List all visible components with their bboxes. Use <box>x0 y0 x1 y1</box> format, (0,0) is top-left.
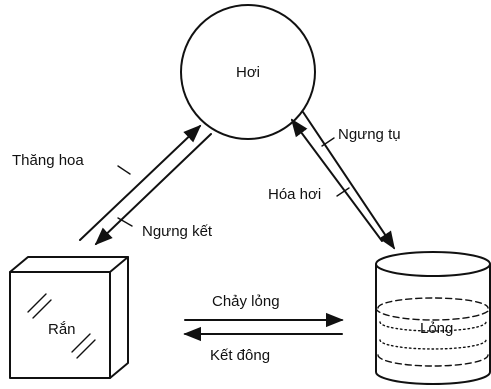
freezing-label: Kết đông <box>210 347 270 364</box>
gas-circle <box>180 4 316 140</box>
deposition-transition: Ngưng kết <box>94 133 213 246</box>
melting-label: Chảy lỏng <box>212 293 280 310</box>
condensation-transition: Ngưng tụ <box>290 118 401 242</box>
liquid-surface <box>375 307 491 321</box>
sublimation-arrow <box>79 124 202 241</box>
gas-label: Hơi <box>236 64 260 81</box>
beaker-body <box>375 263 491 385</box>
condensation-label: Ngưng tụ <box>338 126 401 143</box>
solid-label: Rắn <box>48 321 76 338</box>
vaporization-arrow <box>302 111 396 250</box>
deposition-arrow <box>94 133 212 246</box>
solid-node: Rắn <box>9 256 129 379</box>
vaporization-label: Hóa hơi <box>268 186 321 203</box>
liquid-label: Lỏng <box>420 320 453 337</box>
freezing-transition: Kết đông <box>183 326 343 364</box>
glass-reflection-marks <box>27 293 96 359</box>
melting-transition: Chảy lỏng <box>184 293 344 328</box>
condensation-arrow <box>290 118 383 242</box>
liquid-node: Lỏng <box>375 251 491 385</box>
vaporization-transition: Hóa hơi <box>268 111 396 250</box>
sublimation-transition: Thăng hoa <box>12 124 202 241</box>
gas-node: Hơi <box>180 4 316 140</box>
cube-side-face <box>109 256 129 379</box>
beaker-rim <box>375 251 491 277</box>
deposition-label: Ngưng kết <box>142 223 213 240</box>
sublimation-label: Thăng hoa <box>12 152 84 169</box>
liquid-level-dots <box>379 321 487 332</box>
cube-top-face <box>9 256 129 273</box>
